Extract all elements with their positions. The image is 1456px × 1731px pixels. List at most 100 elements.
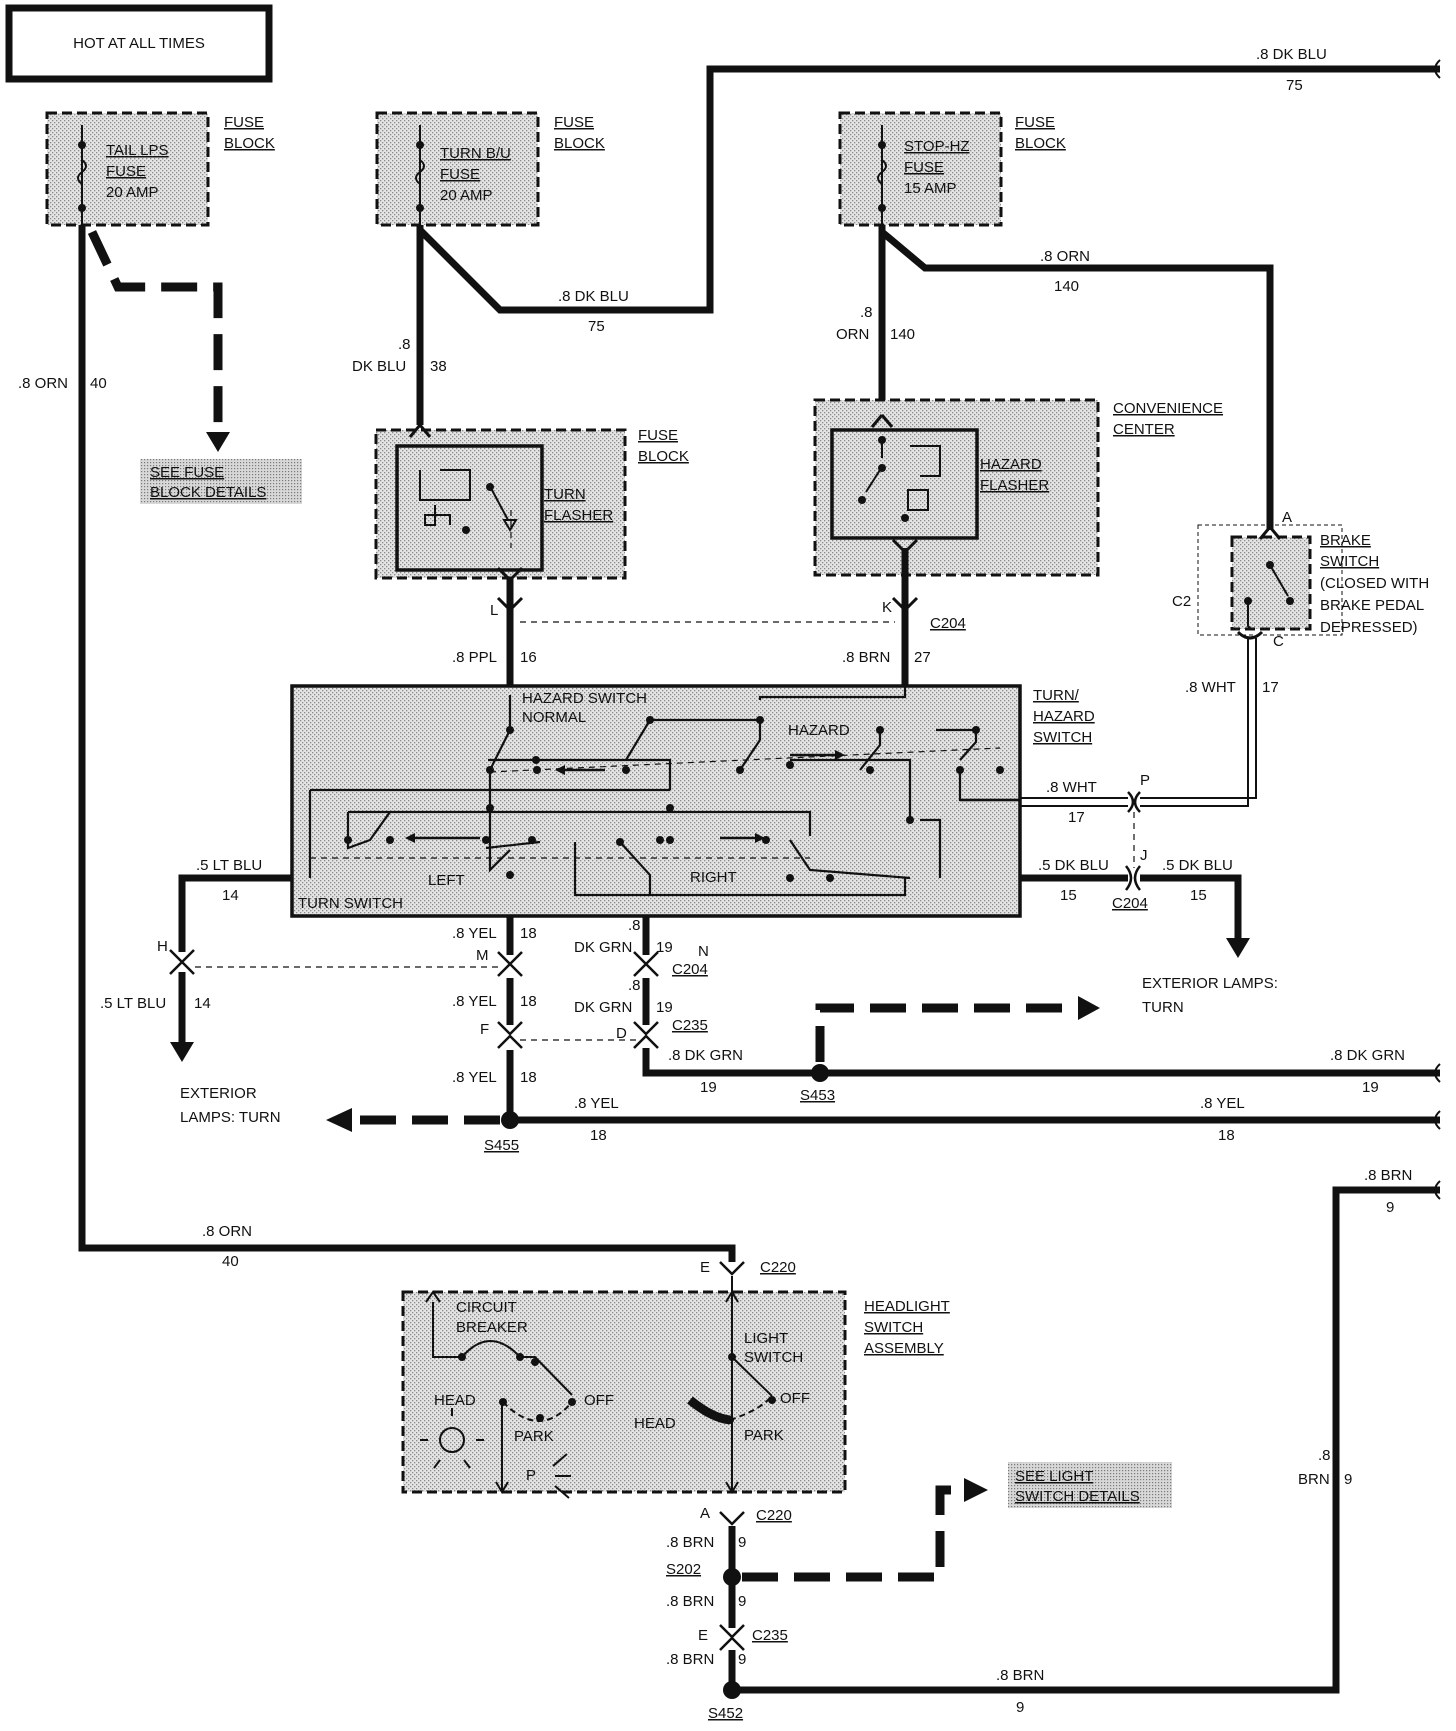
see-light-link[interactable]: SWITCH DETAILS	[1015, 1488, 1140, 1505]
fuse-rating: 20 AMP	[106, 184, 159, 201]
wire-label: 75	[588, 318, 605, 335]
wire-label: .8 YEL	[1200, 1095, 1245, 1112]
wire-75	[417, 65, 1440, 314]
wire-label: 18	[520, 993, 537, 1010]
fuse-turn-bu: TURN B/U FUSE 20 AMP	[375, 111, 540, 227]
turn-hazard-switch-label: TURN/	[1033, 687, 1080, 704]
wire-14	[178, 874, 292, 952]
wire-label: .5 LT BLU	[196, 857, 262, 874]
fuse-word: FUSE	[904, 159, 944, 176]
see-fuse-link[interactable]: SEE FUSE	[150, 464, 224, 481]
turn-switch-label: TURN SWITCH	[298, 895, 403, 912]
wire-label: 19	[656, 999, 673, 1016]
connector-label: C204	[672, 961, 708, 978]
fuse-name: TURN B/U	[440, 145, 511, 162]
fuse-word: FUSE	[440, 166, 480, 183]
wire-label: DK GRN	[574, 939, 632, 956]
hot-label-box	[5, 4, 273, 83]
splice-label: S453	[800, 1087, 835, 1104]
hazard-label: HAZARD	[788, 722, 850, 739]
wire-label: 40	[90, 375, 107, 392]
wire-label: ORN	[836, 326, 869, 343]
wire-label: .8 BRN	[1364, 1167, 1412, 1184]
switch-label: SWITCH	[744, 1349, 803, 1366]
wire-label: .8 DK BLU	[558, 288, 629, 305]
wire-label: DK BLU	[352, 358, 406, 375]
wire-label: .8 ORN	[202, 1223, 252, 1240]
wire-label: .5 LT BLU	[100, 995, 166, 1012]
pin-label: E	[698, 1627, 708, 1644]
wire-label: .8	[628, 917, 641, 934]
wire-40	[78, 225, 736, 1262]
wire-label: 9	[738, 1593, 746, 1610]
brake-switch-label: BRAKE	[1320, 532, 1371, 549]
turn-flasher-label: FLASHER	[544, 507, 613, 524]
fuse-block-label: FUSE	[554, 114, 594, 131]
wire-label: 18	[590, 1127, 607, 1144]
brake-switch-label: (CLOSED WITH	[1320, 575, 1429, 592]
ext-turn-right-label: TURN	[1142, 999, 1184, 1016]
splice-s455	[501, 1111, 519, 1129]
splice-s202	[723, 1568, 741, 1586]
wire-label: .8	[398, 336, 411, 353]
wire-label: BRN	[1298, 1471, 1330, 1488]
convenience-center-label: CENTER	[1113, 421, 1175, 438]
wire-label: .8 PPL	[452, 649, 497, 666]
fuse-rating: 15 AMP	[904, 180, 957, 197]
pin-label: J	[1140, 847, 1148, 864]
wire-label: .8 BRN	[666, 1593, 714, 1610]
hazard-switch-label: HAZARD SWITCH	[522, 690, 647, 707]
splice-label: S452	[708, 1705, 743, 1722]
switch-arrows	[405, 750, 845, 843]
wire-label: 19	[656, 939, 673, 956]
wire-label: 17	[1262, 679, 1279, 696]
pin-label: C	[1273, 633, 1284, 650]
see-fuse-link[interactable]: BLOCK DETAILS	[150, 484, 266, 501]
brake-switch-label: BRAKE PEDAL	[1320, 597, 1424, 614]
hot-label: HOT AT ALL TIMES	[73, 35, 205, 52]
pin-label: A	[1282, 509, 1292, 526]
wire-label: .8 ORN	[1040, 248, 1090, 265]
wire-label: 27	[914, 649, 931, 666]
splice-label: S455	[484, 1137, 519, 1154]
fuse-rating: 20 AMP	[440, 187, 493, 204]
wire-label: 14	[194, 995, 211, 1012]
headlight-switch	[401, 1276, 847, 1499]
fuse-block-label: BLOCK	[554, 135, 605, 152]
wire-label: .8 BRN	[666, 1651, 714, 1668]
fuse-block-label: BLOCK	[224, 135, 275, 152]
wire-15-out	[1140, 874, 1242, 940]
off-left-label: OFF	[584, 1392, 614, 1409]
fuse-block-label: FUSE	[638, 427, 678, 444]
see-light-link[interactable]: SEE LIGHT	[1015, 1468, 1093, 1485]
convenience-center-label: CONVENIENCE	[1113, 400, 1223, 417]
connector-label: C220	[760, 1259, 796, 1276]
connector-label: C235	[672, 1017, 708, 1034]
wire-label: .5 DK BLU	[1162, 857, 1233, 874]
wire-label: .8	[628, 977, 641, 994]
headlight-switch-label: ASSEMBLY	[864, 1340, 944, 1357]
splice-s452	[723, 1681, 741, 1699]
fuse-block-label: BLOCK	[1015, 135, 1066, 152]
head-right-label: HEAD	[634, 1415, 676, 1432]
wire-label: 140	[890, 326, 915, 343]
hazard-flasher: HAZARD FLASHER	[813, 398, 1100, 577]
wire-label: .8 BRN	[996, 1667, 1044, 1684]
wire-label: 14	[222, 887, 239, 904]
pin-label: M	[476, 947, 489, 964]
park-right-label: PARK	[744, 1427, 784, 1444]
hazard-flasher-label: HAZARD	[980, 456, 1042, 473]
ext-turn-right-label: EXTERIOR LAMPS:	[1142, 975, 1278, 992]
wire-label: .8	[860, 304, 873, 321]
wire-label: .8 YEL	[452, 993, 497, 1010]
headlight-switch-label: SWITCH	[864, 1319, 923, 1336]
wire-label: 75	[1286, 77, 1303, 94]
headlight-switch-label: HEADLIGHT	[864, 1298, 950, 1315]
wire-label: .8 YEL	[574, 1095, 619, 1112]
wire-label: .8 YEL	[452, 1069, 497, 1086]
wire-label: 9	[738, 1651, 746, 1668]
head-left-label: HEAD	[434, 1392, 476, 1409]
pin-label: D	[616, 1025, 627, 1042]
off-right-label: OFF	[780, 1390, 810, 1407]
